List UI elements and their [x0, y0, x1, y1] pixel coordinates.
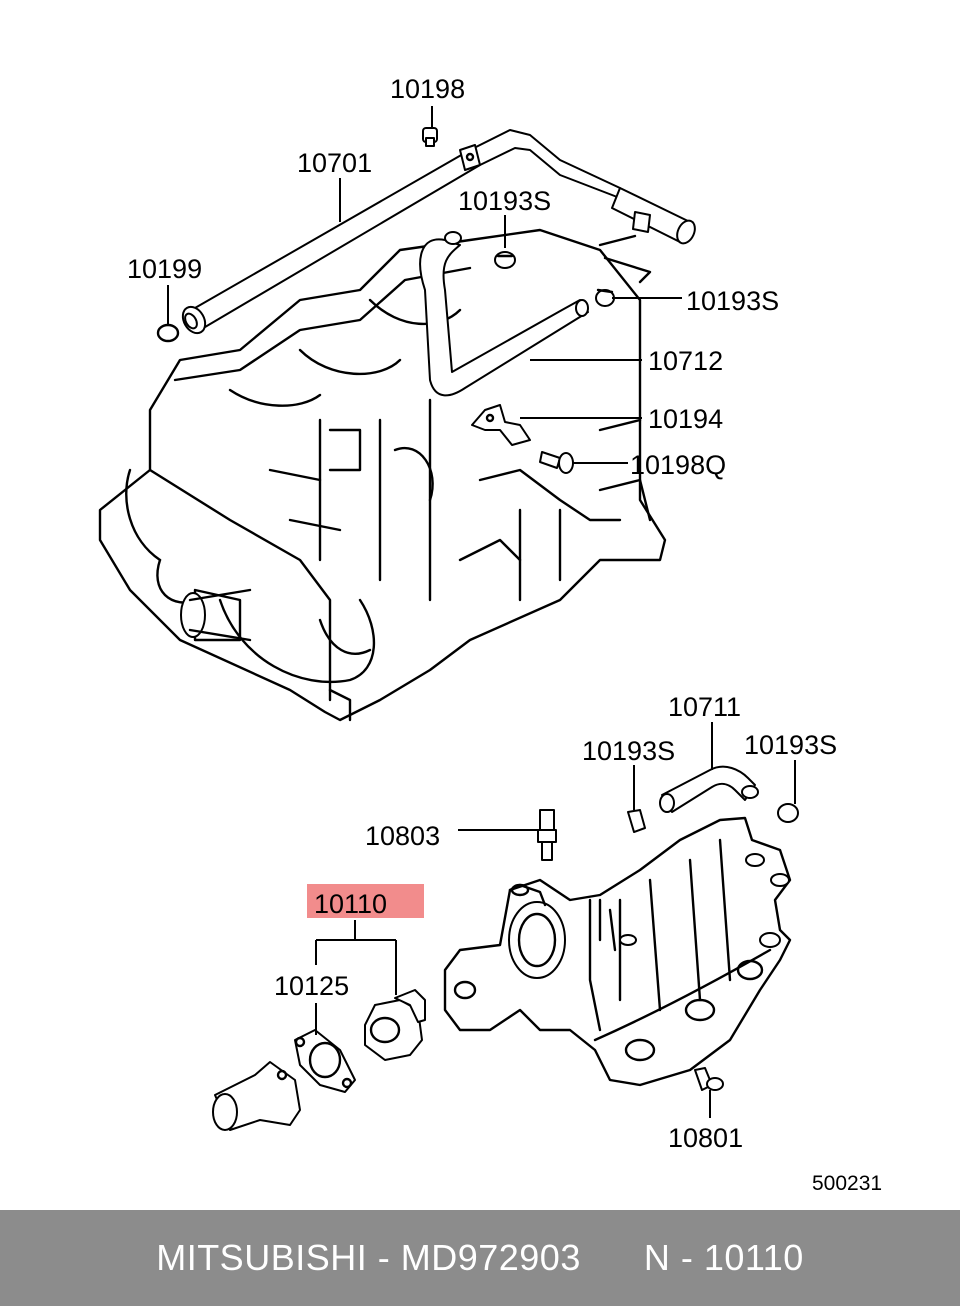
- footer-sep-2: -: [670, 1237, 704, 1278]
- bolt-10198-drawing: [422, 127, 438, 147]
- footer-brand: MITSUBISHI: [156, 1237, 368, 1278]
- sensor-10801-drawing: [694, 1067, 724, 1091]
- footer-sep-1: -: [367, 1237, 401, 1278]
- footer-ref-number: 10110: [703, 1237, 804, 1278]
- parts-diagram: 10198 10701 10193S 10199 10193S 10712 10…: [98, 74, 882, 1195]
- bracket-10194-drawing: [471, 404, 531, 446]
- water-inlet-drawing: [212, 1061, 301, 1131]
- clamp-10193s-mid-drawing: [627, 809, 646, 833]
- callout-10803: 10803: [365, 821, 440, 851]
- callout-10198: 10198: [390, 74, 465, 104]
- footer-bar: MITSUBISHI - MD972903 N - 10110: [0, 1210, 960, 1306]
- footer-ref-prefix: N: [643, 1237, 671, 1278]
- callout-10194: 10194: [648, 404, 723, 434]
- thermostat-drawing: [364, 989, 426, 1061]
- highlight-box: [307, 884, 424, 918]
- callout-10198q: 10198Q: [630, 450, 726, 480]
- engine-block-drawing: [98, 228, 667, 722]
- callout-10701: 10701: [297, 148, 372, 178]
- diagram-code: 500231: [812, 1172, 882, 1195]
- water-pipe-10701: [181, 129, 696, 335]
- callout-10193s-mid: 10193S: [582, 736, 675, 766]
- callout-10199: 10199: [127, 254, 202, 284]
- o-ring-10199-drawing: [156, 323, 180, 343]
- hose-10712-drawing: [419, 231, 589, 397]
- footer-part-number: MD972903: [400, 1237, 581, 1278]
- callout-10193s-far: 10193S: [744, 730, 837, 760]
- bolt-10198q-drawing: [539, 451, 574, 474]
- sensor-10803-drawing: [537, 809, 557, 861]
- clamp-10193s-far-drawing: [777, 803, 799, 823]
- gasket-10125-drawing: [294, 1029, 356, 1093]
- intake-manifold-drawing: [443, 816, 792, 1087]
- hose-10711-drawing: [659, 765, 759, 813]
- callout-10801: 10801: [668, 1123, 743, 1153]
- footer-gap: [581, 1237, 644, 1279]
- clamp-10193s-top-drawing: [494, 251, 516, 269]
- callout-10711: 10711: [668, 692, 741, 722]
- callout-10193s-top: 10193S: [458, 186, 551, 216]
- clamp-10193s-right-drawing: [595, 288, 615, 307]
- callout-10110: 10110: [314, 889, 387, 919]
- callout-10193s-right: 10193S: [686, 286, 779, 316]
- callout-10712: 10712: [648, 346, 723, 376]
- callout-10125: 10125: [274, 971, 349, 1001]
